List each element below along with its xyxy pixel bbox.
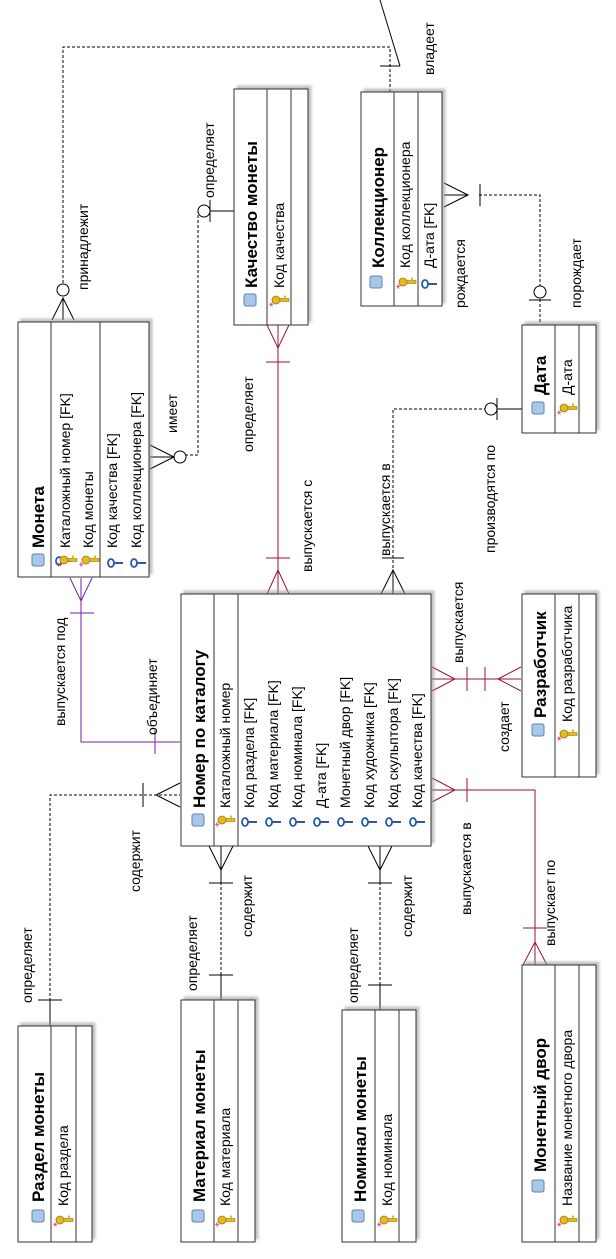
- entity-attr: Код монеты: [80, 471, 96, 548]
- label-proizvodyatsya-po: производятся по: [482, 445, 498, 553]
- entity-attr: Код номинала [FK]: [289, 686, 305, 808]
- entity-attr: Код разработчика: [559, 605, 575, 722]
- entity-attr: Код раздела [FK]: [241, 698, 257, 808]
- label-soderzhit-razdel: содержит: [127, 829, 143, 892]
- entity-material[interactable]: Материал монеты Код материала: [180, 999, 256, 1243]
- rel-kollektsioner-moneta[interactable]: [62, 46, 391, 290]
- entity-moneta[interactable]: Монета Каталожный номер [FK] Код монеты …: [17, 321, 150, 578]
- rel-kachestvo-moneta[interactable]: [185, 210, 234, 456]
- entity-attr: Каталожный номер [FK]: [57, 393, 73, 548]
- label-vypuskaetsya-razrabotchik: выпускается: [450, 582, 466, 663]
- entity-attr: Код материала: [217, 1108, 233, 1206]
- label-porozhdaet: порождает: [568, 238, 584, 308]
- entity-attr: Название монетного двора: [559, 1030, 575, 1206]
- entity-title: Номинал монеты: [351, 1056, 370, 1202]
- entity-attr: Код качества: [271, 203, 287, 288]
- rel-data-kollektsioner[interactable]: [478, 194, 541, 322]
- entity-title: Раздел монеты: [29, 1072, 48, 1202]
- entity-title: Коллекционер: [369, 147, 388, 268]
- label-imeet: имеет: [164, 393, 180, 433]
- label-vypuskaetsya-v-data: выпускается в: [377, 463, 393, 556]
- entity-icon: [243, 293, 257, 307]
- label-vypuskaetsya-s: выпускается с: [299, 480, 315, 572]
- entity-kollektsioner[interactable]: Коллекционер Код коллекционера Д-ата [FK…: [360, 91, 443, 307]
- entity-monetnyi-dvor[interactable]: Монетный двор Название монетного двора: [521, 964, 597, 1243]
- entity-attr: Монетный двор [FK]: [337, 677, 353, 808]
- label-vypuskaet-po: выпускает по: [542, 860, 558, 946]
- zero-mark: [56, 283, 70, 297]
- entity-icon: [31, 553, 45, 567]
- entity-title: Монетный двор: [531, 1038, 550, 1172]
- entity-icon: [531, 723, 545, 737]
- label-sozdaet: создает: [496, 701, 512, 752]
- entity-icon: [531, 1179, 545, 1193]
- label-rozhdaetsya: рождается: [452, 239, 468, 308]
- entity-nominal[interactable]: Номинал монеты Код номинала: [341, 1009, 417, 1243]
- relationship-labels: владеет принадлежит определяет имеет рож…: [19, 22, 584, 1003]
- entity-attr: Код материала [FK]: [265, 680, 281, 808]
- entity-attr: Код качества [FK]: [409, 693, 425, 808]
- label-obedinyaet: объединяет: [144, 658, 160, 735]
- label-prinadlezhit: принадлежит: [75, 203, 91, 290]
- entity-data[interactable]: Дата Д-ата: [521, 324, 597, 434]
- label-vypuskaetsya-pod: выпускается под: [52, 618, 68, 726]
- entity-icon: [31, 1209, 45, 1223]
- label-opredelyaet-material: определяет: [184, 915, 200, 991]
- entity-icon: [191, 1209, 205, 1223]
- entity-icon: [531, 401, 545, 415]
- entity-attr: Код коллекционера [FK]: [128, 392, 144, 548]
- entity-title: Материал монеты: [190, 1050, 209, 1203]
- entity-razdel[interactable]: Раздел монеты Код раздела: [17, 1025, 93, 1243]
- entity-icon: [369, 275, 383, 289]
- rel-moneta-nomer[interactable]: [80, 578, 180, 743]
- rel-data-nomer[interactable]: [392, 408, 522, 590]
- entity-attr: Код раздела: [55, 1125, 71, 1206]
- entity-attr: Каталожный номер: [217, 683, 233, 808]
- entity-attr: Код качества [FK]: [104, 433, 120, 548]
- label-vypuskaetsya-v-dvor: выпускается в: [458, 822, 474, 915]
- label-soderzhit-nominal: содержит: [399, 874, 415, 937]
- entity-nomer-po-katalogu[interactable]: Номер по каталогу Каталожный номер Код р…: [180, 593, 432, 847]
- entity-attr: Д-ата: [559, 359, 575, 395]
- entity-icon: [351, 1209, 365, 1223]
- entity-razrabotchik[interactable]: Разработчик Код разработчика: [521, 593, 597, 778]
- entity-attr: Д-ата [FK]: [313, 743, 329, 808]
- entity-attr: Код коллекционера: [397, 141, 413, 268]
- label-soderzhit-material: содержит: [239, 874, 255, 937]
- entity-attr: Код номинала: [379, 1114, 395, 1206]
- label-opredelyaet-razdel: определяет: [19, 927, 35, 1003]
- relationship-lines: [38, 0, 551, 1026]
- rel-dvor-nomer[interactable]: [432, 789, 536, 965]
- label-opredelyaet-kachestvo: определяет: [201, 122, 217, 198]
- entity-icon: [191, 813, 205, 827]
- entity-attr: Код скульптора [FK]: [385, 678, 401, 808]
- entity-title: Разработчик: [531, 611, 550, 718]
- entity-attr: Д-ата [FK]: [421, 203, 437, 268]
- rel-razdel-nomer[interactable]: [49, 794, 180, 1026]
- entity-title: Дата: [531, 355, 550, 395]
- label-opredelyaet-nominal: определяет: [345, 927, 361, 1003]
- entity-title: Номер по каталогу: [190, 649, 209, 808]
- entity-title: Качество монеты: [242, 141, 261, 288]
- entity-attr: Код художника [FK]: [361, 682, 377, 808]
- label-vladeet: владеет: [421, 22, 437, 75]
- entity-title: Монета: [29, 486, 48, 548]
- entity-kachestvo[interactable]: Качество монеты Код качества: [233, 88, 309, 326]
- label-opredelyaet-nomer: определяет: [240, 376, 256, 452]
- crowfoot-mark: [51, 296, 75, 321]
